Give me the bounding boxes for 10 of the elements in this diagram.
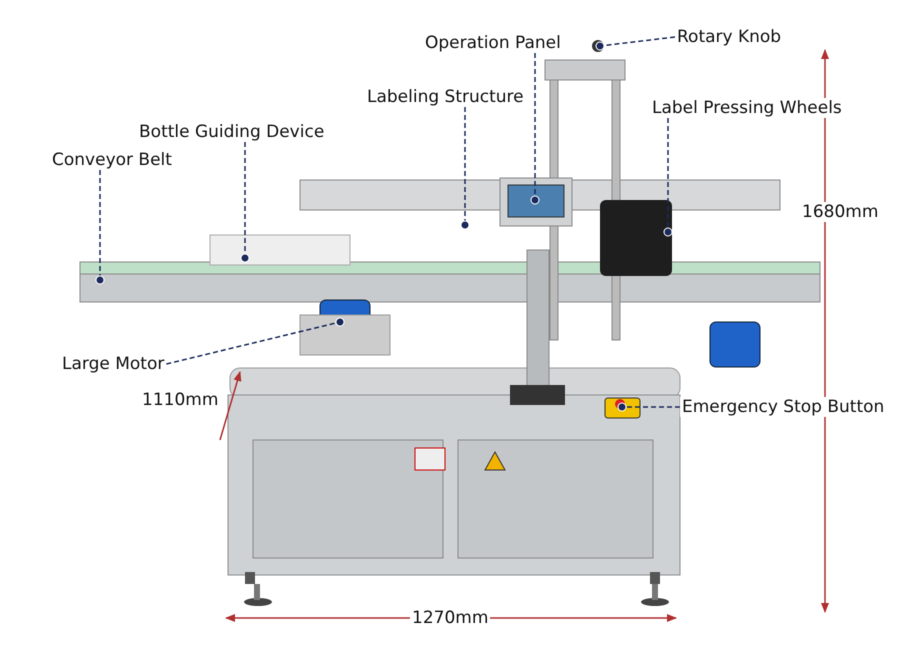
leader-line	[530, 53, 540, 204]
leader-line	[166, 318, 344, 365]
callout-label: Rotary Knob	[675, 27, 784, 47]
leader-line	[664, 118, 672, 236]
leader-line	[596, 36, 676, 50]
leader-line	[240, 142, 250, 262]
leader-line	[460, 107, 470, 230]
leader-line	[96, 170, 104, 284]
leader-line	[618, 402, 680, 412]
callout-label: Conveyor Belt	[50, 150, 174, 170]
